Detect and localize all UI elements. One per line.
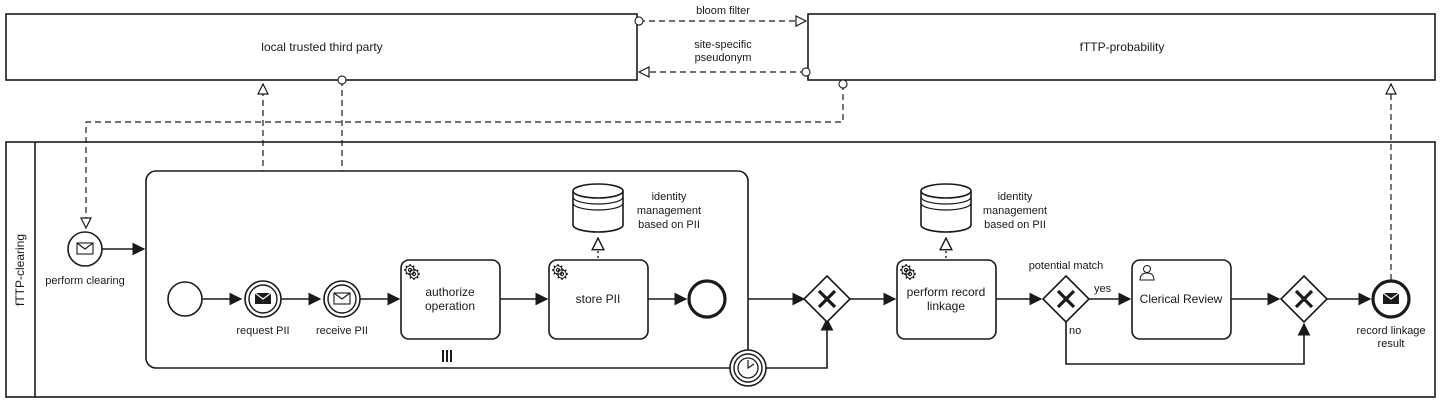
pool-clearing-label: fTTP-clearing: [13, 234, 27, 306]
no-label: no: [1069, 325, 1081, 337]
pool-prob-label: fTTP-probability: [1080, 40, 1165, 54]
request-pii-label: request PII: [236, 325, 289, 337]
record-linkage-result-line1: record linkage: [1356, 325, 1425, 337]
datastore-a-line1: identity: [652, 191, 687, 203]
parallel-multi-instance-marker-icon: [442, 350, 452, 362]
receive-pii-label: receive PII: [316, 325, 368, 337]
linkage-label-line1: perform record: [907, 285, 986, 299]
potential-match-label: potential match: [1029, 260, 1104, 272]
start-event-perform-clearing[interactable]: [67, 231, 103, 267]
record-linkage-result-line2: result: [1378, 338, 1405, 350]
pool-ttp-label: local trusted third party: [261, 40, 382, 54]
user-icon: [1139, 265, 1155, 281]
datastore-b-line2: management: [983, 205, 1047, 217]
authorize-label-line1: authorize: [425, 285, 475, 299]
x-icon: [817, 289, 837, 309]
authorize-label-line2: operation: [425, 299, 475, 313]
yes-label: yes: [1094, 283, 1112, 295]
x-icon: [1294, 289, 1314, 309]
sequence-flow-timeout[interactable]: [766, 317, 834, 369]
linkage-label-line2: linkage: [927, 299, 965, 313]
pseudonym-label-line2: pseudonym: [695, 52, 752, 64]
datastore-a-line2: management: [637, 205, 701, 217]
intermediate-event-receive-pii[interactable]: [323, 280, 361, 318]
clerical-review-label: Clerical Review: [1140, 292, 1223, 306]
pool-fttp-probability[interactable]: [807, 13, 1436, 81]
datastore-identity-management-a[interactable]: [572, 183, 624, 233]
bloom-filter-label: bloom filter: [696, 5, 750, 17]
boundary-timer-event[interactable]: [729, 349, 767, 387]
pseudonym-label-line1: site-specific: [694, 39, 752, 51]
end-event-record-linkage-result[interactable]: [1371, 279, 1411, 319]
intermediate-event-request-pii[interactable]: [244, 280, 282, 318]
datastore-a-line3: based on PII: [638, 219, 700, 231]
subprocess-start-event[interactable]: [167, 281, 203, 317]
datastore-b-line1: identity: [998, 191, 1033, 203]
subprocess-end-event[interactable]: [687, 279, 727, 319]
perform-clearing-label: perform clearing: [45, 275, 124, 287]
sequence-flow-no[interactable]: [1065, 322, 1311, 365]
pool-local-trusted-third-party[interactable]: [5, 13, 638, 81]
store-pii-label: store PII: [576, 292, 621, 306]
exclusive-gateway-1[interactable]: [802, 274, 852, 324]
datastore-b-line3: based on PII: [984, 219, 1046, 231]
datastore-identity-management-b[interactable]: [920, 183, 972, 233]
exclusive-gateway-3[interactable]: [1279, 274, 1329, 324]
x-icon: [1056, 289, 1076, 309]
